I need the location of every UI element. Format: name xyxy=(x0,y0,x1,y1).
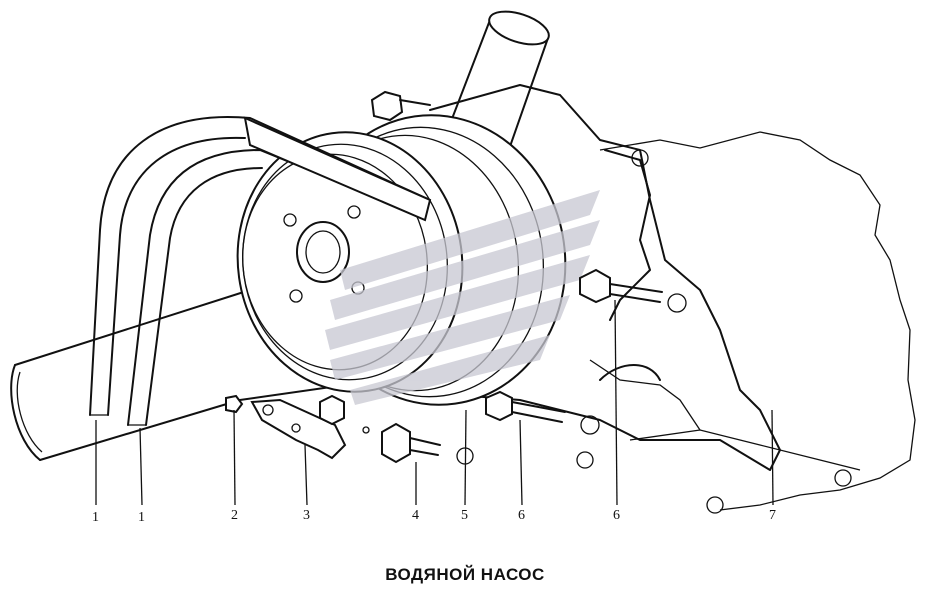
top-bolt xyxy=(370,90,431,122)
callout-2: 2 xyxy=(231,508,238,523)
bent-pipes xyxy=(89,116,432,426)
mounting-bracket xyxy=(250,398,347,460)
callout-5: 5 xyxy=(461,508,468,523)
diagram-caption: ВОДЯНОЙ НАСОС xyxy=(385,565,545,584)
nut-small xyxy=(225,394,244,414)
callout-labels: 1 1 2 3 4 5 6 6 7 xyxy=(92,508,776,525)
callout-6a: 6 xyxy=(518,508,525,523)
bolt-4 xyxy=(381,422,441,464)
watermark-logo xyxy=(325,190,600,405)
callout-6b: 6 xyxy=(613,508,620,523)
callout-1a: 1 xyxy=(92,510,99,525)
pump-housing xyxy=(429,84,852,514)
bracket-bolt xyxy=(319,394,370,434)
callout-3: 3 xyxy=(303,508,310,523)
bolt-5-6 xyxy=(485,390,566,423)
callout-7: 7 xyxy=(769,508,776,523)
callout-1b: 1 xyxy=(138,510,145,525)
callout-4: 4 xyxy=(412,508,419,523)
engine-block-outline xyxy=(599,131,916,511)
leader-lines xyxy=(95,299,774,506)
bolt-6-upper xyxy=(579,268,663,304)
